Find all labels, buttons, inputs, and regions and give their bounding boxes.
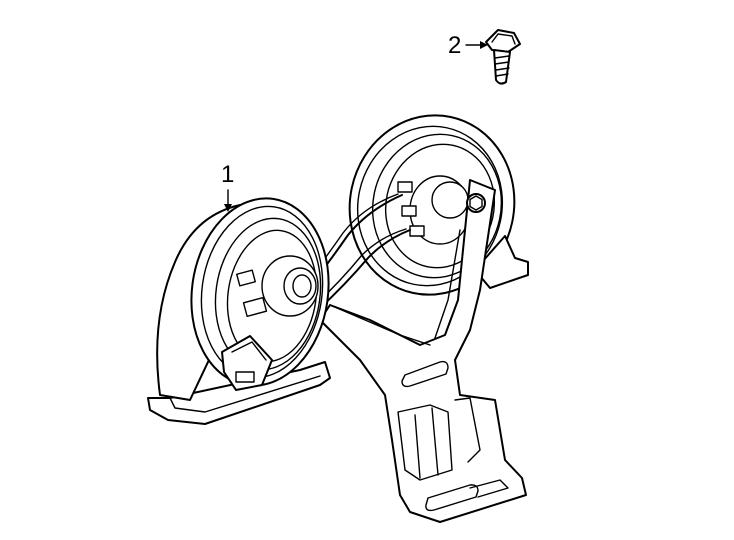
rear-horn (348, 114, 529, 296)
mounting-bracket (319, 179, 527, 523)
callout-2-label: 2 (448, 32, 462, 59)
front-horn (147, 197, 331, 425)
leader-line-1 (224, 189, 232, 212)
bolt (485, 29, 521, 85)
leader-line-2 (465, 41, 488, 49)
callout-1-label: 1 (221, 161, 235, 188)
